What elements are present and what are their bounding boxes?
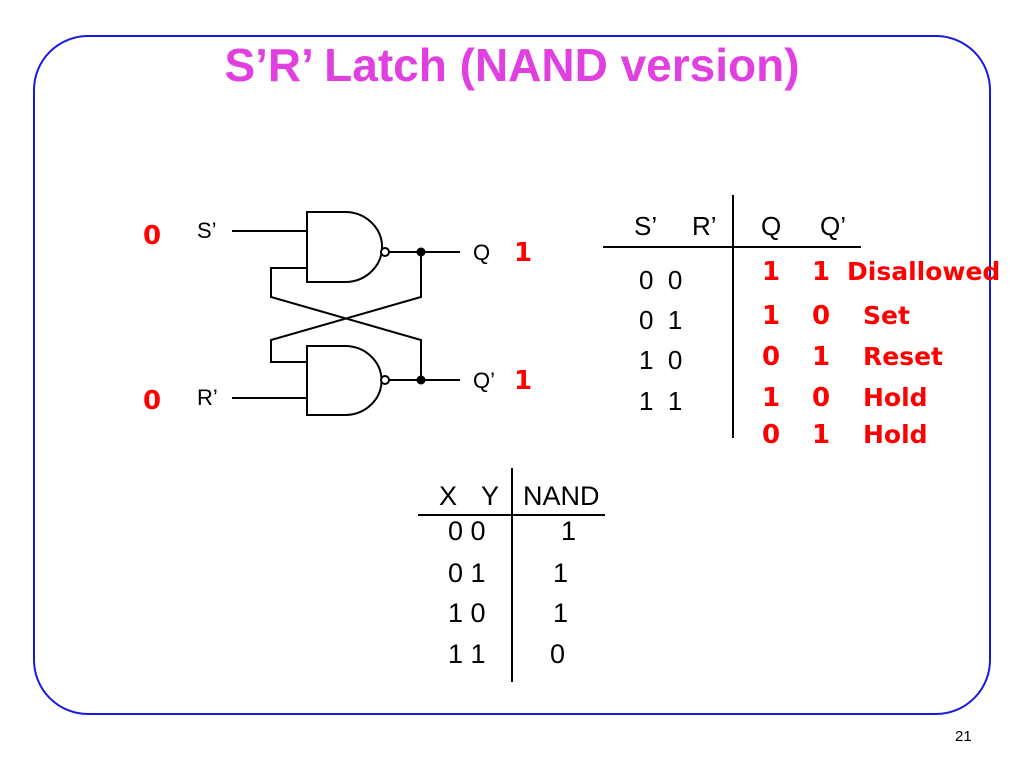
state-row-2: Set — [863, 301, 910, 330]
nand-xy-row-1: 0 0 — [448, 516, 486, 546]
out-q-row-3: 0 — [762, 342, 781, 372]
nand-out-row-3: 1 — [553, 598, 569, 628]
upper-inversion-bubble — [380, 247, 390, 257]
header-nand: NAND — [523, 481, 600, 511]
upper-nand-gate — [306, 211, 383, 283]
q-junction-dot — [416, 247, 426, 257]
s-input-value: 0 — [143, 221, 162, 251]
header-y: Y — [481, 481, 500, 511]
state-row-3: Reset — [863, 342, 943, 371]
slide-title: S’R’ Latch (NAND version) — [224, 39, 800, 91]
latch-input-row-4: 1 1 — [639, 386, 683, 416]
nand-xy-row-3: 1 0 — [448, 598, 486, 628]
latch-input-row-2: 0 1 — [639, 305, 683, 335]
lower-inversion-bubble — [380, 375, 390, 385]
nand-table-divider — [511, 468, 513, 682]
nand-out-row-1: 1 — [561, 516, 577, 546]
header-q: Q — [761, 211, 782, 241]
out-qn-row-5: 1 — [812, 420, 831, 450]
out-q-row-1: 1 — [762, 257, 781, 287]
nand-out-row-4: 0 — [550, 639, 566, 669]
latch-input-row-1: 0 0 — [639, 265, 683, 295]
header-qn: Q’ — [820, 211, 846, 241]
q-output-value: 1 — [514, 238, 533, 268]
out-qn-row-1: 1 — [812, 257, 831, 287]
lower-nand-gate — [306, 345, 383, 416]
header-x: X — [439, 481, 458, 511]
nand-out-row-2: 1 — [553, 558, 569, 588]
r-input-label: R’ — [197, 385, 218, 410]
qn-output-value: 1 — [514, 366, 533, 396]
out-q-row-5: 0 — [762, 420, 781, 450]
q-feedback-wire — [270, 252, 422, 363]
qn-feedback-wire — [270, 267, 422, 380]
slide-frame — [33, 35, 991, 715]
out-qn-row-3: 1 — [812, 342, 831, 372]
header-s: S’ — [634, 211, 658, 241]
nand-xy-row-4: 1 1 — [448, 639, 486, 669]
out-qn-row-2: 0 — [812, 301, 831, 331]
state-row-5: Hold — [863, 420, 928, 449]
state-row-4: Hold — [863, 383, 928, 412]
qn-junction-dot — [416, 375, 426, 385]
out-q-row-4: 1 — [762, 383, 781, 413]
nand-xy-row-2: 0 1 — [448, 558, 486, 588]
out-q-row-2: 1 — [762, 301, 781, 331]
state-row-1: Disallowed — [847, 257, 1001, 286]
out-qn-row-4: 0 — [812, 383, 831, 413]
r-input-value: 0 — [143, 386, 162, 416]
s-input-label: S’ — [197, 218, 217, 243]
q-output-label: Q — [473, 240, 491, 265]
latch-table-divider — [732, 195, 734, 438]
qn-output-label: Q’ — [473, 368, 495, 393]
header-r: R’ — [692, 211, 717, 241]
latch-input-row-3: 1 0 — [639, 345, 683, 375]
page-number: 21 — [955, 728, 972, 745]
